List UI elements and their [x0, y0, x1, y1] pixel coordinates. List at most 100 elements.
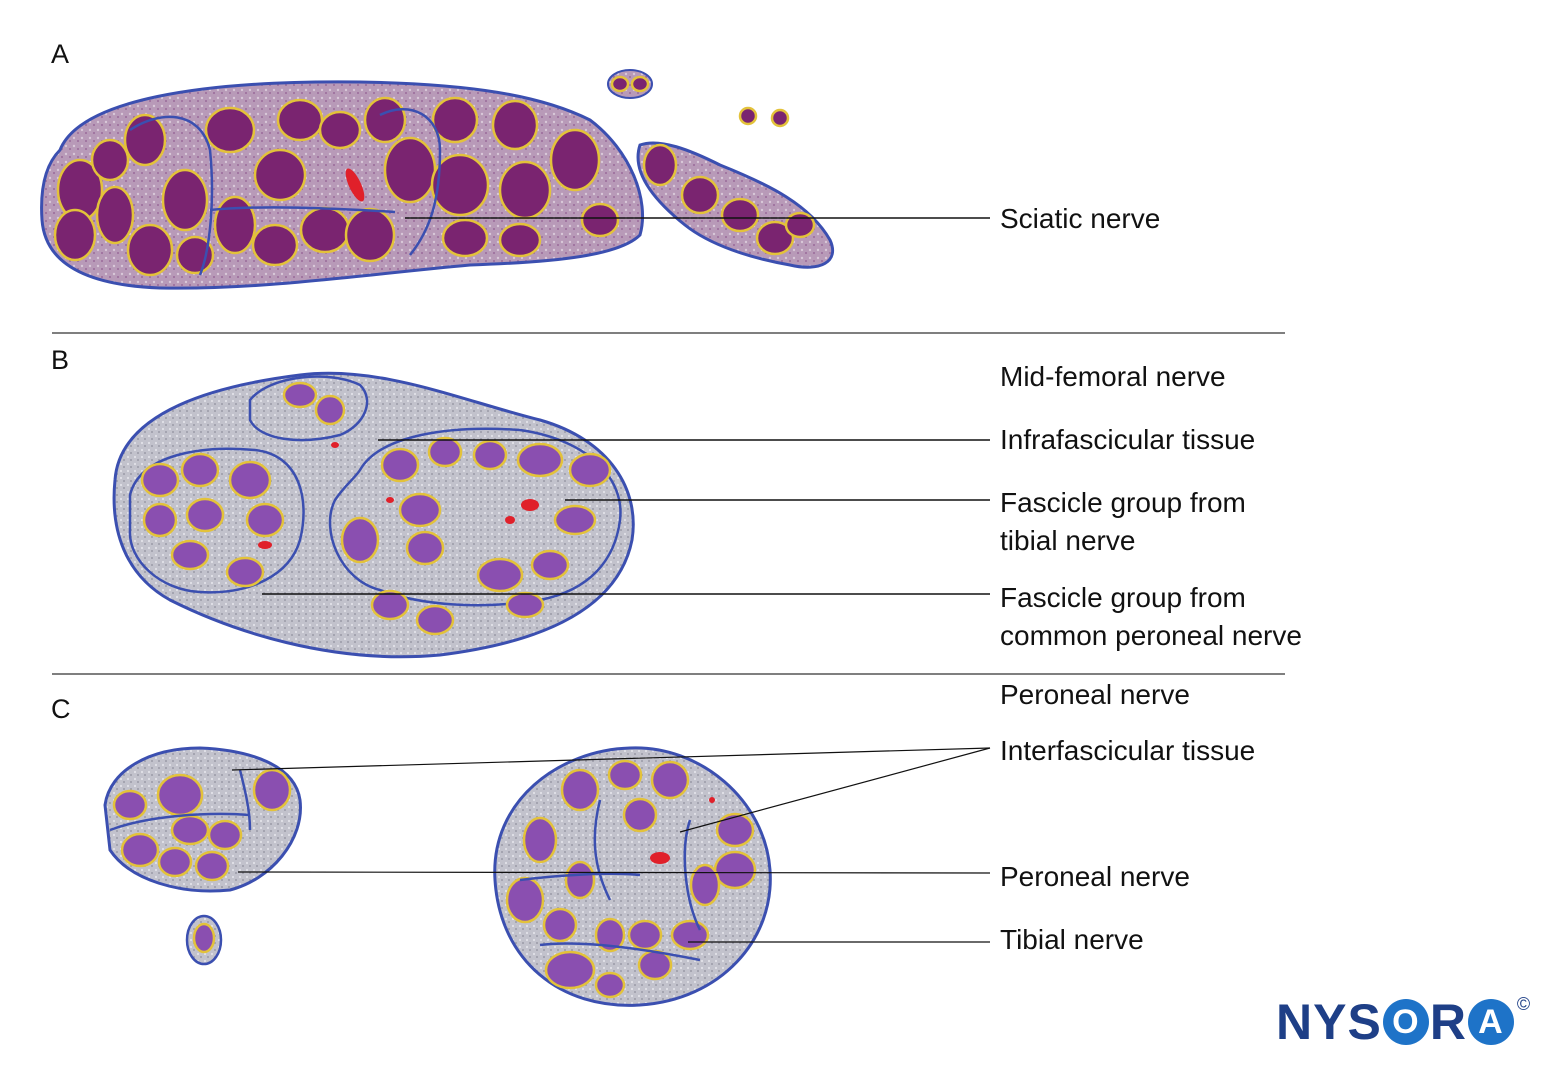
fascicle: [380, 447, 420, 483]
fascicle: [522, 816, 558, 864]
blood-vessel: [521, 499, 539, 511]
fascicle: [689, 863, 721, 907]
fascicle: [53, 208, 97, 262]
fascicle: [755, 220, 795, 256]
fascicle: [505, 591, 545, 619]
fascicle: [120, 832, 160, 868]
fascicle: [207, 819, 243, 851]
fascicle: [491, 99, 539, 151]
fascicle: [738, 106, 758, 126]
blood-vessel: [258, 541, 272, 549]
fascicle: [405, 530, 445, 566]
panel-a-section: [40, 69, 990, 290]
fascicle: [140, 462, 180, 498]
fascicle: [441, 218, 489, 258]
fascicle-group-boundary: [519, 872, 641, 882]
fascicle: [650, 760, 690, 800]
fascicle-group-boundary: [539, 942, 701, 962]
fascicle: [498, 222, 542, 258]
fascicle: [505, 876, 545, 924]
fascicle: [161, 168, 209, 232]
fascicle-group-boundary: [129, 115, 214, 276]
fascicle: [282, 381, 318, 409]
fascicle: [276, 98, 324, 142]
fascicle: [427, 436, 463, 468]
leader-interfascicular-tissue-2: [679, 747, 991, 833]
fascicle: [213, 195, 257, 255]
fascicle: [430, 153, 490, 217]
leader-interfascicular-tissue-1: [231, 747, 991, 771]
fascicle: [431, 96, 479, 144]
fascicle: [713, 850, 757, 890]
panel-letter-c: C: [51, 694, 71, 724]
fascicle: [126, 223, 174, 277]
fascicle: [192, 922, 216, 954]
fascicle: [415, 604, 455, 636]
logo-ring-a: A: [1467, 999, 1514, 1045]
fascicle: [340, 516, 380, 564]
label-peroneal-nerve-header: Peroneal nerve: [1000, 679, 1190, 710]
logo-text-a: NYS: [1276, 994, 1382, 1050]
fascicle-group-boundary: [379, 107, 442, 256]
leader-peroneal-nerve: [237, 871, 991, 874]
fascicle: [204, 106, 256, 154]
fascicle: [170, 539, 210, 571]
fascicle: [344, 207, 396, 263]
logo-copyright: ©: [1516, 994, 1532, 1014]
label-fascicle-group-tibial-line2: tibial nerve: [1000, 525, 1136, 556]
panel-c-section: [103, 746, 991, 1007]
fascicle: [553, 504, 597, 536]
fascicle: [568, 452, 612, 488]
logo-ring-o: O: [1382, 999, 1429, 1045]
label-peroneal-nerve: Peroneal nerve: [1000, 861, 1190, 892]
fascicle: [253, 148, 307, 202]
fascicle: [194, 850, 230, 882]
fascicle: [112, 789, 148, 821]
fascicle: [627, 919, 663, 951]
label-fascicle-group-peroneal-line1: Fascicle group from: [1000, 582, 1246, 613]
fascicle: [622, 797, 658, 833]
fascicle: [252, 768, 292, 812]
fascicle: [383, 136, 437, 204]
label-fascicle-group-tibial-line1: Fascicle group from: [1000, 487, 1246, 518]
fascicle: [610, 75, 630, 93]
fascicle: [370, 589, 410, 621]
fascicle: [157, 846, 193, 878]
fascicle: [720, 197, 760, 233]
fascicle: [544, 950, 596, 990]
fascicle: [225, 556, 265, 588]
blood-vessel: [709, 797, 715, 803]
fascicle: [476, 557, 524, 593]
fascicle: [95, 185, 135, 245]
fascicle: [715, 812, 755, 848]
label-infrafascicular-tissue: Infrafascicular tissue: [1000, 424, 1256, 455]
fascicle: [630, 75, 650, 93]
label-tibial-nerve: Tibial nerve: [1000, 924, 1144, 955]
fascicle: [245, 502, 285, 538]
fascicle: [680, 175, 720, 215]
label-mid-femoral-nerve: Mid-femoral nerve: [1000, 361, 1226, 392]
blood-vessel: [386, 497, 394, 503]
peroneal-fascicle-group-boundary: [128, 447, 305, 594]
fascicle: [564, 860, 596, 900]
label-interfascicular-tissue: Interfascicular tissue: [1000, 735, 1256, 766]
panel-letter-b: B: [51, 345, 70, 375]
label-fascicle-group-peroneal-line2: common peroneal nerve: [1000, 620, 1302, 651]
fascicle: [90, 138, 130, 182]
fascicle: [180, 452, 220, 488]
fascicle-group-boundary: [109, 812, 251, 832]
label-sciatic-nerve: Sciatic nerve: [1000, 203, 1161, 234]
fascicle: [784, 211, 816, 239]
fascicle: [642, 143, 678, 187]
fascicle-group-boundary: [593, 799, 612, 901]
logo-text-b: R: [1429, 994, 1467, 1050]
fascicle: [363, 96, 407, 144]
fascicle: [549, 128, 601, 192]
blood-vessel: [650, 852, 670, 864]
fascicle: [185, 497, 225, 533]
fascicle: [472, 439, 508, 471]
fascicle: [560, 768, 600, 812]
fascicle: [398, 492, 442, 528]
fascicle: [142, 502, 178, 538]
